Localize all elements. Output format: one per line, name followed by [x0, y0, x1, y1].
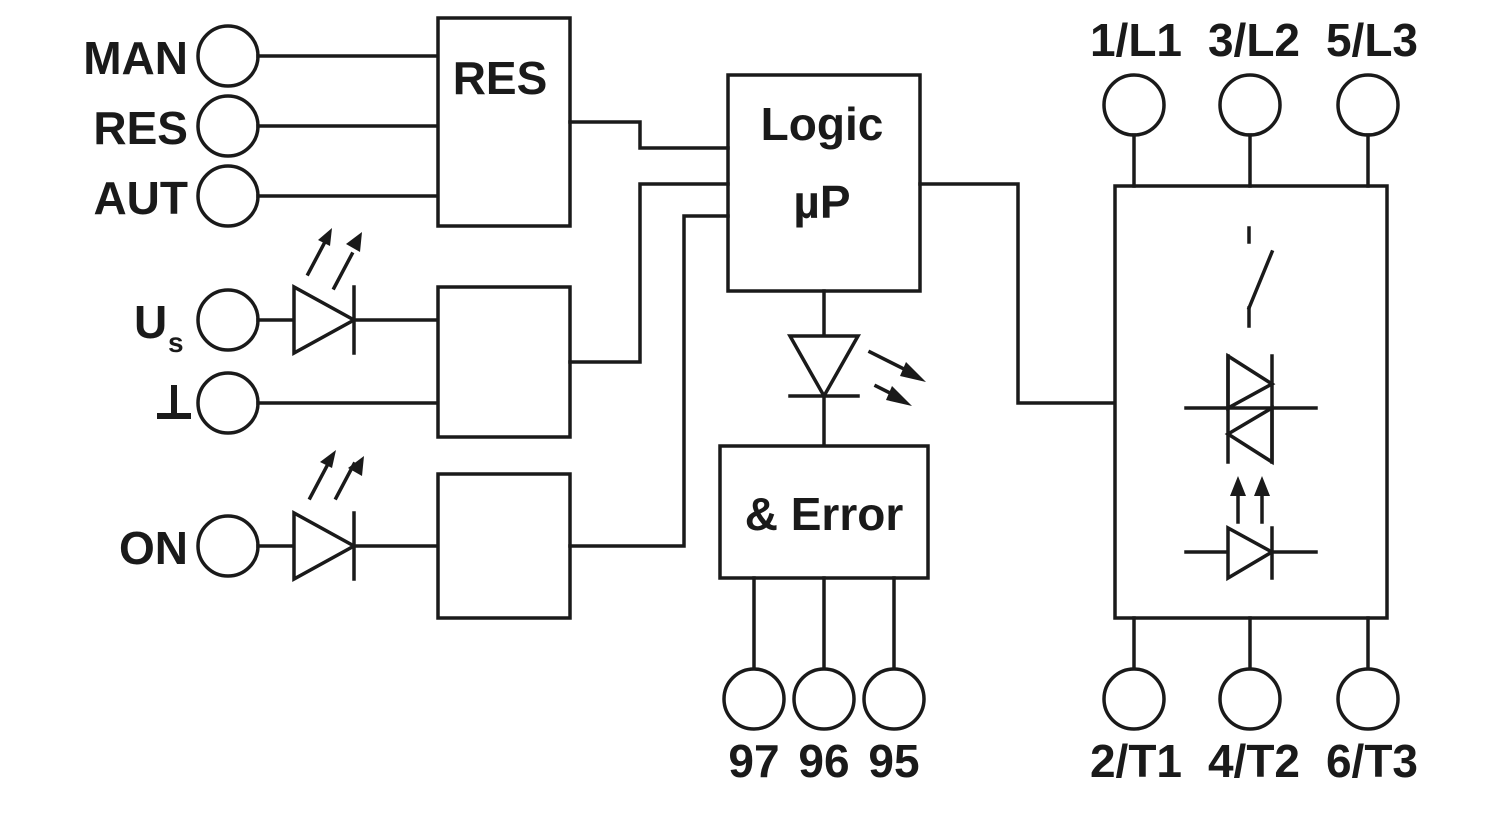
terminal-us: [196, 288, 260, 352]
label-aut: AUT: [93, 172, 188, 224]
terminal-97: [722, 667, 786, 731]
switch-icon: [1246, 226, 1275, 328]
label-1-l1: 1/L1: [1090, 14, 1182, 66]
label-us-main: U: [134, 296, 167, 348]
terminal-95: [862, 667, 926, 731]
reset-block: [436, 16, 572, 228]
load-terminal-wires: [1132, 616, 1370, 672]
diode-icon: [1184, 525, 1318, 582]
error-block-label: & Error: [745, 488, 904, 540]
label-5-l3: 5/L3: [1326, 14, 1418, 66]
label-us: U s: [134, 296, 184, 358]
led-us-icon: [292, 228, 362, 356]
logic-input-wires: [568, 120, 730, 548]
label-97: 97: [728, 735, 779, 787]
terminal-res: [196, 94, 260, 158]
label-2-t1: 2/T1: [1090, 735, 1182, 787]
terminal-ground: [196, 371, 260, 435]
terminal-96: [792, 667, 856, 731]
label-96: 96: [798, 735, 849, 787]
control-input-block: [436, 472, 572, 620]
led-error-icon: [786, 334, 926, 406]
logic-block-label-1: Logic: [761, 98, 884, 150]
terminal-1-l1: [1102, 73, 1166, 137]
logic-block: [726, 73, 922, 293]
terminal-6-t3: [1336, 667, 1400, 731]
label-3-l2: 3/L2: [1208, 14, 1300, 66]
label-on: ON: [119, 522, 188, 574]
label-95: 95: [868, 735, 919, 787]
reset-block-label: RES: [453, 52, 548, 104]
terminal-4-t2: [1218, 667, 1282, 731]
logic-block-label-2: µP: [793, 176, 850, 228]
label-4-t2: 4/T2: [1208, 735, 1300, 787]
terminal-aut: [196, 164, 260, 228]
terminal-on: [196, 514, 260, 578]
label-res: RES: [93, 102, 188, 154]
label-us-sub: s: [168, 327, 184, 358]
terminal-5-l3: [1336, 73, 1400, 137]
terminal-3-l2: [1218, 73, 1282, 137]
label-man: MAN: [83, 32, 188, 84]
triac-icon: [1184, 352, 1318, 466]
supply-block: [436, 285, 572, 439]
terminal-2-t1: [1102, 667, 1166, 731]
error-contact-wires: [752, 576, 896, 672]
ground-symbol: [157, 385, 191, 419]
error-block: [718, 444, 930, 580]
logic-to-power-wire: [918, 182, 1117, 405]
line-terminal-wires: [1132, 133, 1370, 188]
terminal-man: [196, 24, 260, 88]
led-on-icon: [292, 450, 364, 582]
label-6-t3: 6/T3: [1326, 735, 1418, 787]
optocoupler-arrows-icon: [1230, 476, 1270, 524]
